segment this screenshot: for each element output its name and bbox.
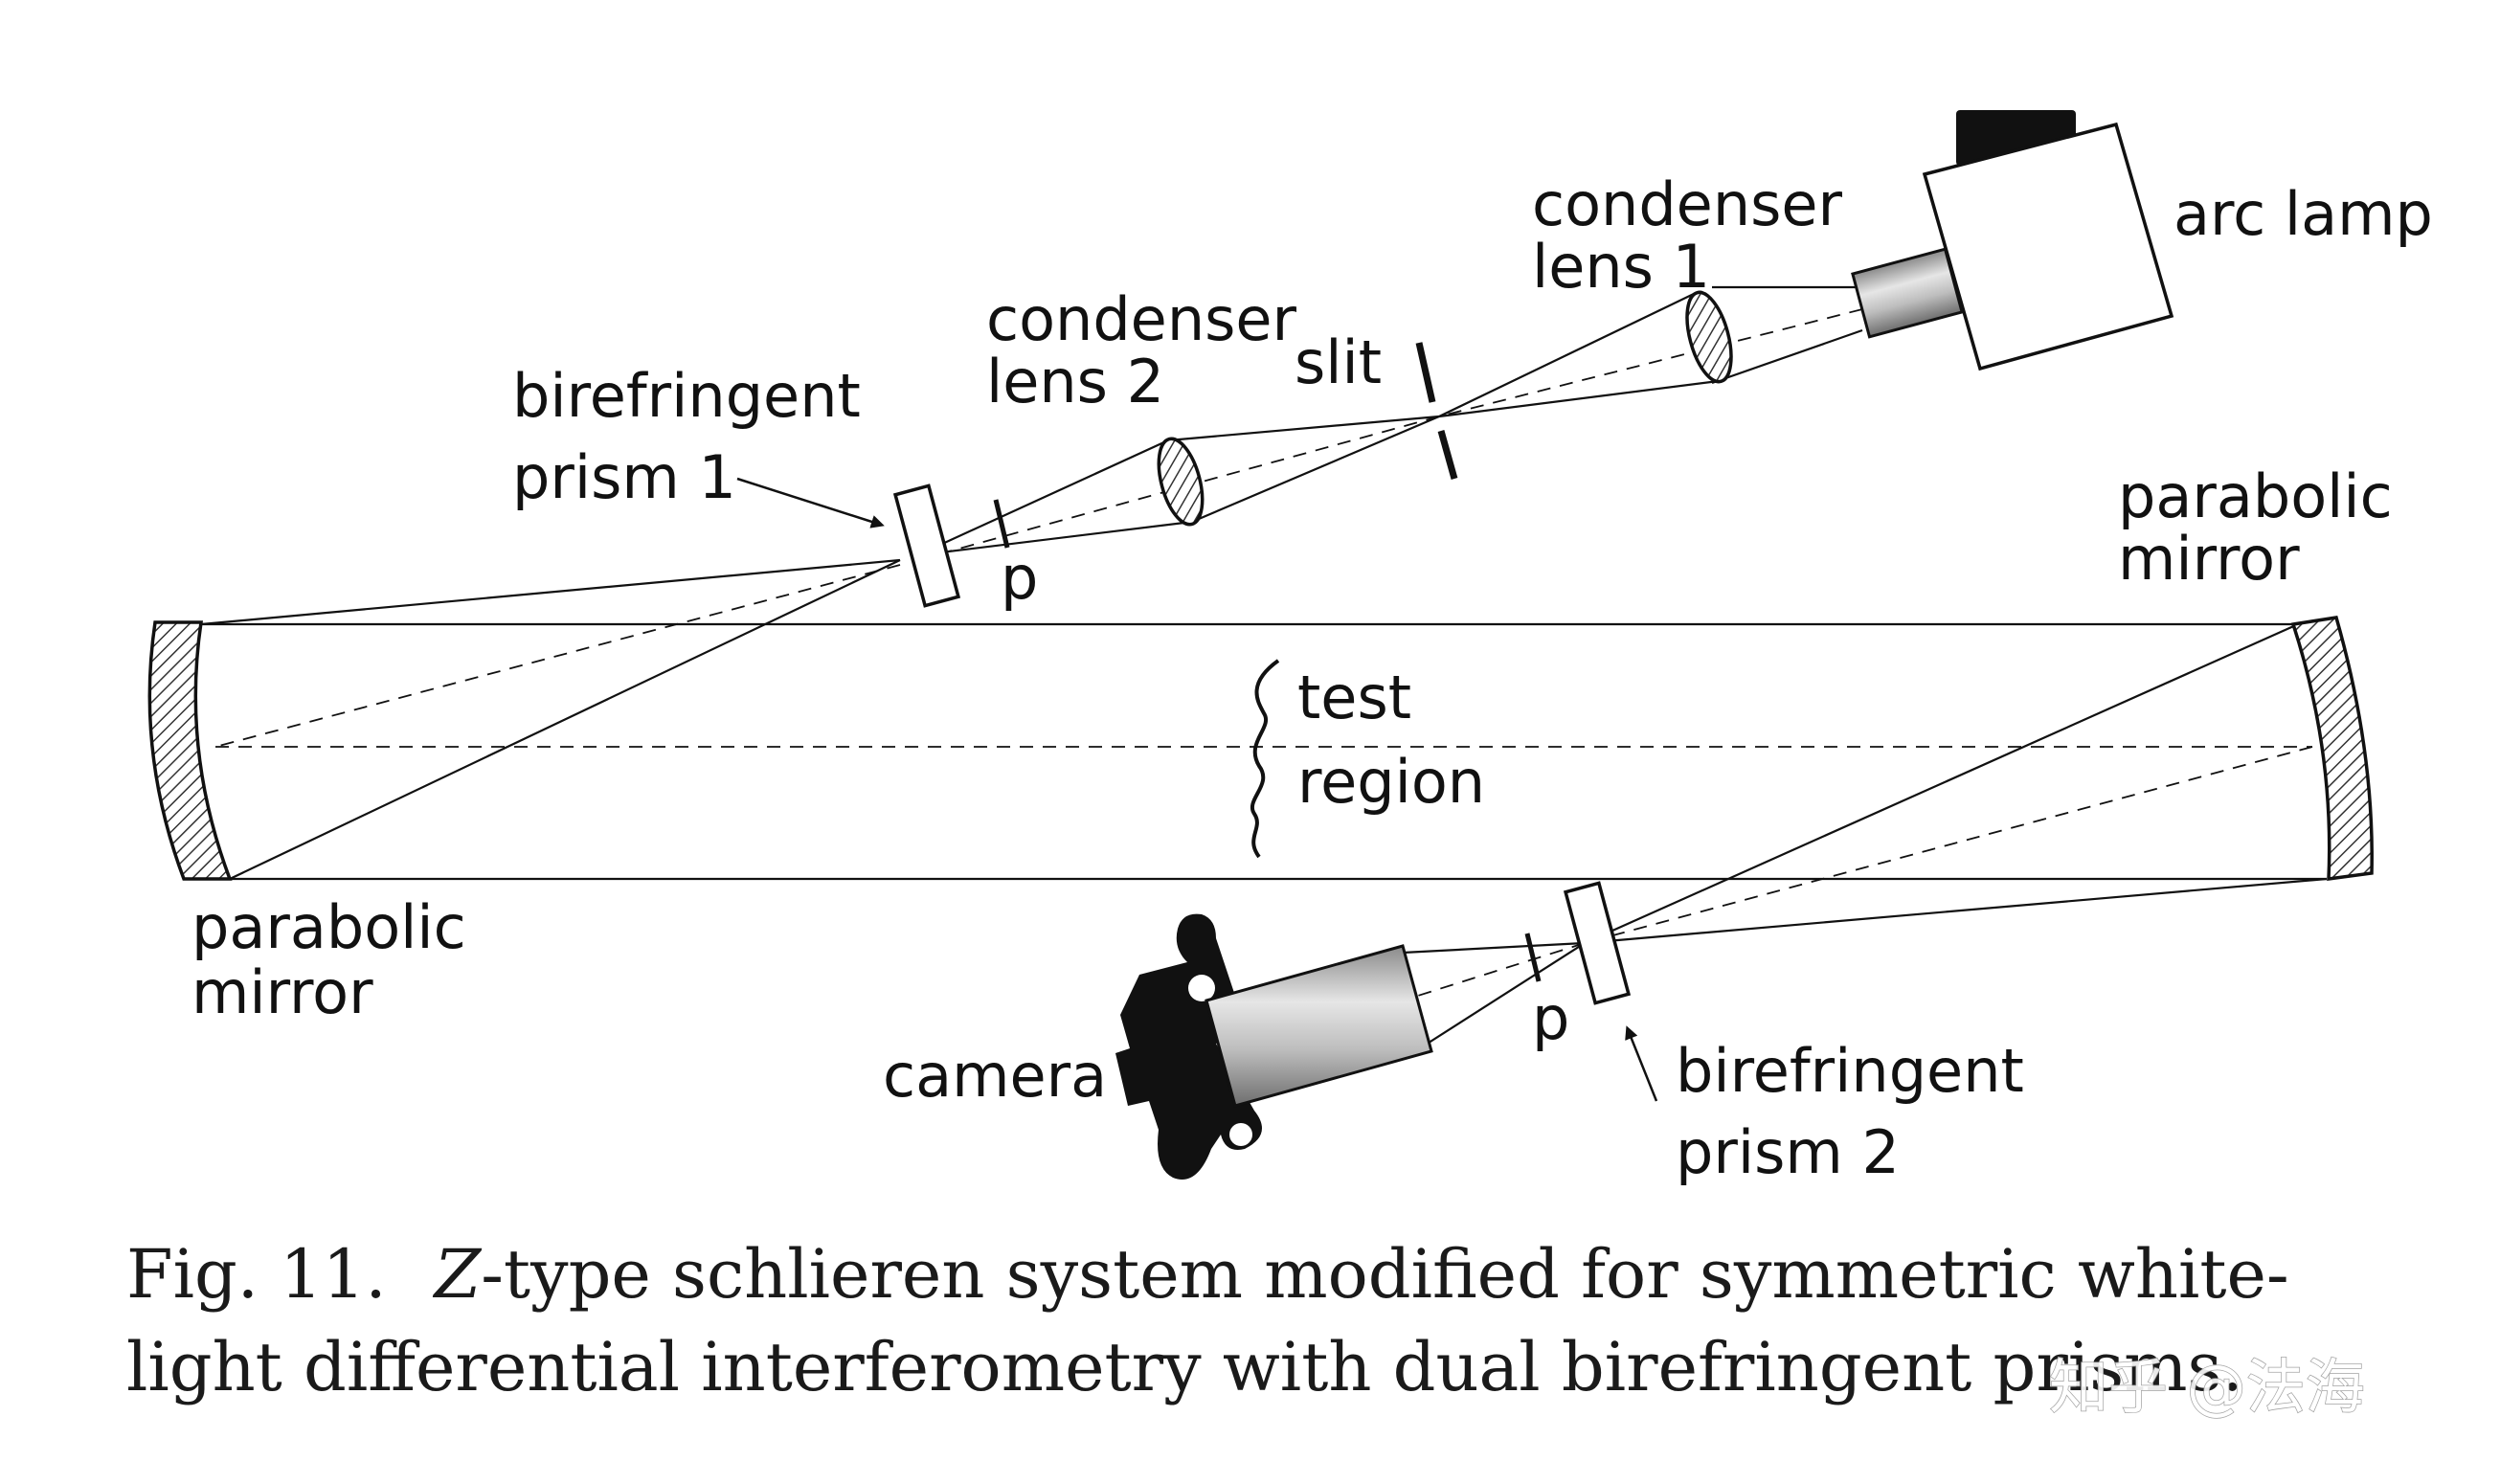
label-slit: slit [1295, 327, 1382, 397]
label-condenser-lens-2-line1: condenser [986, 284, 1297, 354]
condenser-lens-2 [1157, 437, 1205, 527]
label-prism-2-line1: birefringent [1676, 1036, 2024, 1106]
birefringent-prism-1 [892, 483, 961, 608]
prism-2-leader [1625, 1025, 1658, 1102]
camera [1115, 913, 1433, 1180]
polarizer-bottom [1524, 933, 1542, 982]
axis-lines [214, 308, 2313, 1001]
label-arc-lamp: arc lamp [2173, 179, 2433, 249]
diagram-labels: arc lamp condenser lens 1 slit condenser… [191, 169, 2433, 1187]
figure-caption: Fig. 11. Z-type schlieren system modified… [126, 1235, 2289, 1406]
test-region-squiggle [1250, 659, 1280, 859]
caption-line1-rest: -type schlieren system modified for symm… [481, 1235, 2288, 1314]
label-prism-1-line1: birefringent [512, 361, 861, 431]
polarizer-top [993, 499, 1010, 549]
label-prism-2-line2: prism 2 [1676, 1117, 1900, 1187]
label-mirror-right-line2: mirror [2118, 524, 2300, 594]
caption-line-2: light differential interferometry with d… [126, 1328, 2243, 1406]
condenser-lens-1 [1685, 290, 1733, 384]
light-rays [200, 285, 2328, 1054]
label-mirror-left-line1: parabolic [191, 892, 466, 962]
label-mirror-left-line2: mirror [191, 957, 373, 1027]
label-polarizer-top: p [1001, 543, 1038, 613]
label-condenser-lens-2-line2: lens 2 [986, 347, 1164, 416]
caption-prefix: Fig. 11. [126, 1235, 387, 1314]
parabolic-mirror-right [2290, 616, 2374, 882]
label-camera: camera [883, 1041, 1107, 1111]
watermark: 知乎 @法海 [2049, 1352, 2365, 1422]
label-region: region [1297, 747, 1485, 817]
label-prism-1-line2: prism 1 [512, 442, 736, 512]
label-condenser-lens-1-line1: condenser [1532, 169, 1843, 239]
birefringent-prism-2 [1563, 881, 1632, 1005]
arc-lamp [1851, 110, 2174, 371]
caption-line-1: Fig. 11. Z-type schlieren system modified… [126, 1235, 2289, 1314]
label-polarizer-bottom: p [1532, 983, 1569, 1053]
label-test: test [1297, 663, 1411, 732]
label-mirror-right-line1: parabolic [2118, 461, 2393, 531]
slit [1415, 342, 1458, 480]
prism-1-leader [736, 477, 885, 528]
label-condenser-lens-1-line2: lens 1 [1532, 232, 1710, 302]
parabolic-mirror-left [147, 620, 233, 881]
caption-z: Z [433, 1235, 483, 1314]
